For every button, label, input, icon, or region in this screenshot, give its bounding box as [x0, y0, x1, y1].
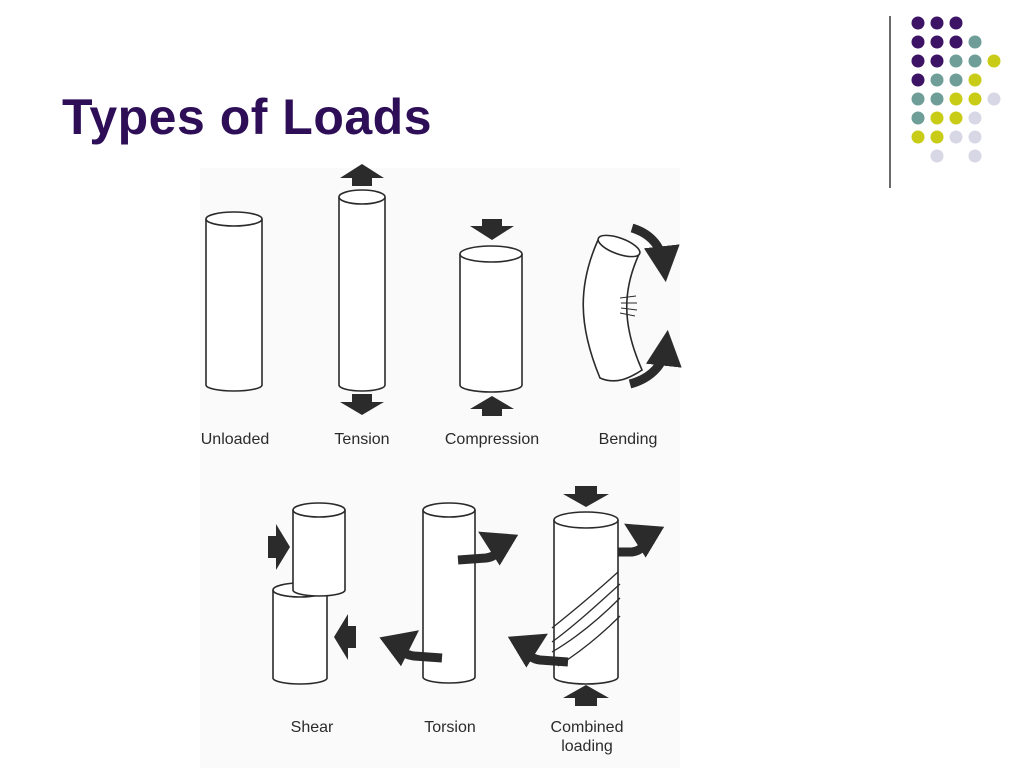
tension-arrow-down [340, 394, 384, 415]
decorative-dot [968, 130, 982, 144]
unloaded-cylinder [205, 211, 263, 392]
shear-arrow-right [268, 524, 290, 570]
torsion-arrow-top [457, 531, 519, 566]
decorative-dot [968, 149, 982, 163]
decorative-dot [911, 35, 925, 49]
combined-arrow-twist-top [618, 523, 665, 558]
caption-bending: Bending [598, 431, 658, 448]
combined-cylinder [551, 511, 621, 685]
decorative-dot [968, 111, 982, 125]
caption-compression: Compression [444, 431, 540, 448]
slide-title: Types of Loads [62, 89, 433, 145]
decorative-dot [949, 92, 963, 106]
decorative-dot [968, 92, 982, 106]
torsion-cylinder [422, 502, 476, 684]
caption-unloaded: Unloaded [200, 431, 270, 448]
compression-cylinder [459, 245, 523, 393]
combined-arrow-twist-bottom [507, 633, 569, 668]
decorative-dot [911, 73, 925, 87]
caption-tension: Tension [334, 431, 390, 448]
decorative-dot [949, 35, 963, 49]
decorative-dot [987, 92, 1001, 106]
decorative-dot [987, 54, 1001, 68]
tension-cylinder [338, 189, 386, 392]
decorative-dot [949, 16, 963, 30]
bending-arrow-bottom [628, 329, 682, 389]
combined-arrow-up [563, 685, 609, 706]
decorative-dot [930, 35, 944, 49]
decorative-dot [930, 16, 944, 30]
tension-arrow-up [340, 164, 384, 186]
decorative-dot [968, 35, 982, 49]
decorative-dot [911, 111, 925, 125]
shear-arrow-left [334, 614, 356, 660]
decorative-dot [930, 92, 944, 106]
torsion-arrow-bottom [379, 630, 443, 667]
divider-line [889, 16, 891, 188]
decorative-dot [911, 54, 925, 68]
decorative-dot [968, 73, 982, 87]
decorative-dot [911, 16, 925, 30]
decorative-dot [930, 130, 944, 144]
decorative-dot [949, 111, 963, 125]
decorative-dot [930, 149, 944, 163]
shear-cylinder-upper [292, 502, 346, 597]
caption-shear: Shear [290, 719, 334, 736]
bending-beam [582, 234, 644, 382]
decorative-dot [930, 54, 944, 68]
decorative-dot [911, 92, 925, 106]
caption-torsion: Torsion [424, 719, 476, 736]
shear-cylinder-lower [272, 582, 328, 685]
decorative-dot [949, 73, 963, 87]
decorative-dot [949, 130, 963, 144]
bending-arrow-top [630, 223, 680, 283]
decorative-dot [911, 130, 925, 144]
decorative-dot [949, 54, 963, 68]
combined-arrow-down [563, 486, 609, 507]
compression-arrow-up [470, 396, 514, 416]
compression-arrow-down [470, 219, 514, 240]
dot-grid-decoration [911, 16, 1001, 163]
decorative-dot [968, 54, 982, 68]
decorative-dot [930, 111, 944, 125]
decorative-dot [930, 73, 944, 87]
caption-combined-loading: Combined loading [550, 719, 624, 755]
